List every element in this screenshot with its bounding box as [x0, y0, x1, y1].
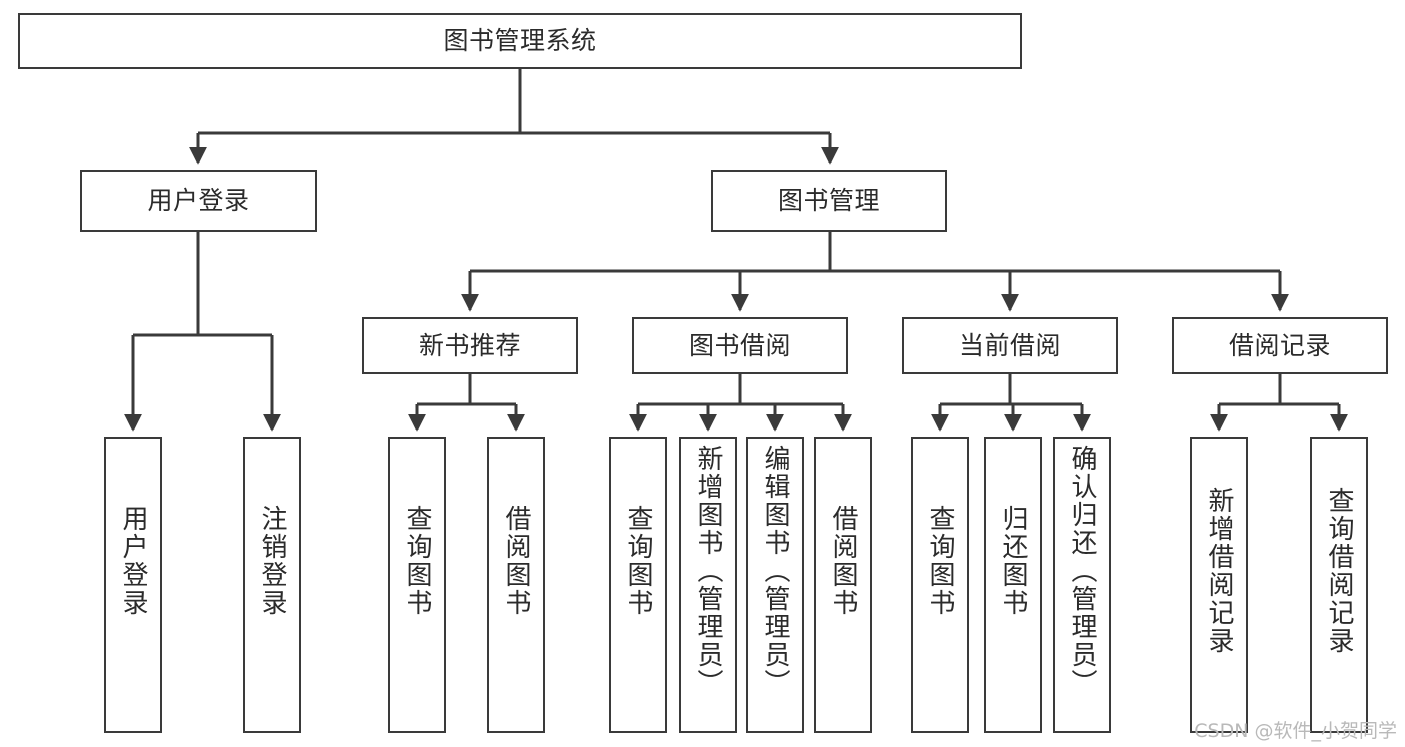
leaf-node-edit-book[interactable]: 编辑图书（管理员） — [746, 437, 804, 733]
node-label: 用户登录 — [147, 186, 250, 216]
node-label: 归还图书 — [998, 505, 1028, 617]
node-label: 图书借阅 — [688, 330, 791, 360]
leaf-node-add-borrow-record[interactable]: 新增借阅记录 — [1190, 437, 1248, 733]
node-label: 用户登录 — [118, 505, 148, 617]
node-root-system[interactable]: 图书管理系统 — [18, 13, 1022, 69]
node-borrow-record[interactable]: 借阅记录 — [1172, 317, 1388, 374]
node-label: 确认归还（管理员） — [1067, 445, 1097, 697]
node-label: 当前借阅 — [958, 330, 1061, 360]
node-label: 借阅记录 — [1228, 330, 1331, 360]
node-label: 查询图书 — [402, 505, 432, 617]
leaf-node-borrow-book[interactable]: 借阅图书 — [814, 437, 872, 733]
node-label: 查询图书 — [623, 505, 653, 617]
node-label: 图书管理 — [777, 186, 880, 216]
leaf-node-confirm-return[interactable]: 确认归还（管理员） — [1053, 437, 1111, 733]
node-label: 新增借阅记录 — [1204, 487, 1234, 655]
leaf-node-query-borrow-record[interactable]: 查询借阅记录 — [1310, 437, 1368, 733]
leaf-node-query-book-recommend[interactable]: 查询图书 — [388, 437, 446, 733]
node-label: 编辑图书（管理员） — [760, 445, 790, 697]
node-book-manage[interactable]: 图书管理 — [711, 170, 947, 232]
node-label: 查询图书 — [925, 505, 955, 617]
node-label: 图书管理系统 — [443, 26, 597, 56]
leaf-node-add-book[interactable]: 新增图书（管理员） — [679, 437, 737, 733]
leaf-node-user-login[interactable]: 用户登录 — [104, 437, 162, 733]
node-label: 借阅图书 — [501, 505, 531, 617]
leaf-node-query-book-current[interactable]: 查询图书 — [911, 437, 969, 733]
node-current-borrow[interactable]: 当前借阅 — [902, 317, 1118, 374]
node-label: 查询借阅记录 — [1324, 487, 1354, 655]
node-new-book-recommend[interactable]: 新书推荐 — [362, 317, 578, 374]
watermark-text: CSDN @软件_小贺同学 — [1194, 720, 1397, 742]
leaf-node-logout[interactable]: 注销登录 — [243, 437, 301, 733]
node-user-login[interactable]: 用户登录 — [80, 170, 317, 232]
node-label: 借阅图书 — [828, 505, 858, 617]
node-label: 新书推荐 — [418, 330, 521, 360]
node-label: 注销登录 — [257, 505, 287, 617]
leaf-node-borrow-book-recommend[interactable]: 借阅图书 — [487, 437, 545, 733]
node-label: 新增图书（管理员） — [693, 445, 723, 697]
leaf-node-return-book[interactable]: 归还图书 — [984, 437, 1042, 733]
node-book-borrow[interactable]: 图书借阅 — [632, 317, 848, 374]
leaf-node-query-book-borrow[interactable]: 查询图书 — [609, 437, 667, 733]
